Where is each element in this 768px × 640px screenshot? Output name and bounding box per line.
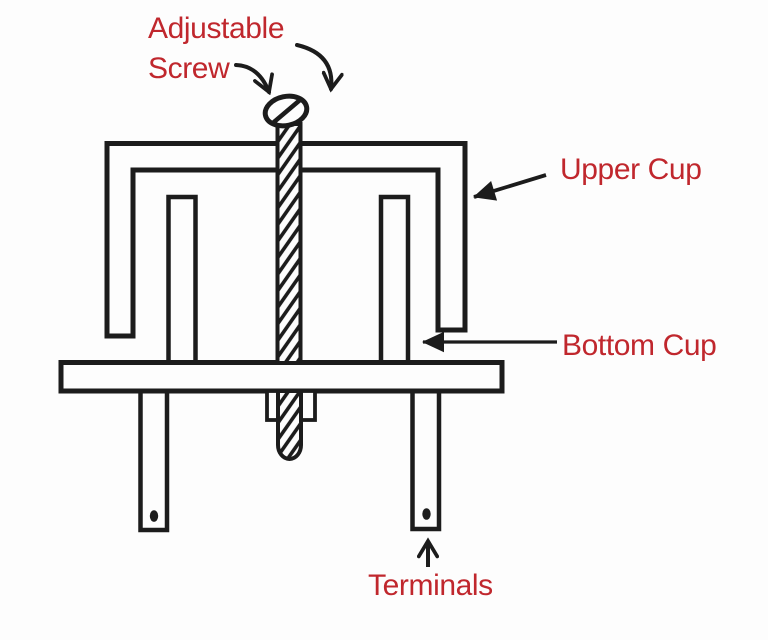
rotation-arrow-icon — [295, 43, 331, 89]
terminals-label: Terminals — [368, 569, 493, 602]
upper-cup-arrow — [473, 173, 547, 201]
terminal-hole-right — [422, 508, 431, 520]
bottom-cup-right-wall — [378, 194, 411, 366]
bottom-cup-left-wall — [166, 194, 198, 366]
upper-cup-label: Upper Cup — [560, 153, 701, 186]
base-plate — [58, 360, 505, 394]
bottom-cup-label: Bottom Cup — [562, 329, 716, 362]
screw-tip — [276, 389, 303, 461]
screw-slot — [271, 97, 303, 125]
terminal-left — [138, 388, 170, 533]
terminal-hole-left — [149, 510, 159, 522]
terminal-right — [410, 388, 442, 532]
upper-cup-outline — [104, 141, 468, 339]
adjustable-screw-label-line2: Screw — [148, 52, 230, 85]
adjustable-screw-label-line1: Adjustable — [148, 12, 284, 45]
screw-shaft — [275, 122, 303, 365]
adjustable-screw-arrow — [234, 63, 269, 92]
